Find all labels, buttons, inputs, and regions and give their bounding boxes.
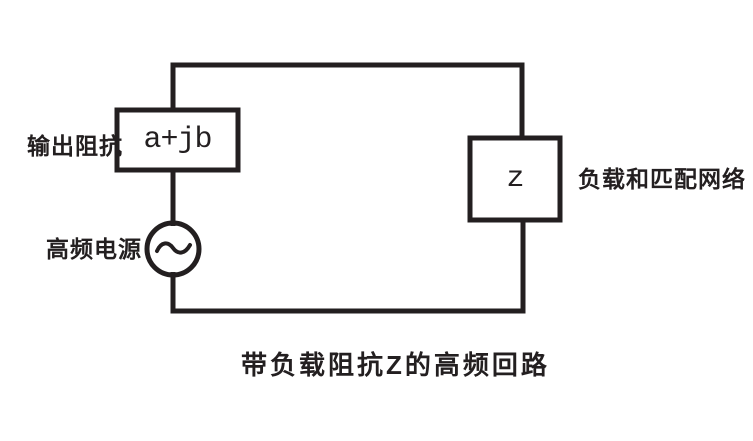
load-impedance-value: z — [506, 162, 524, 196]
load-matching-network-label: 负载和匹配网络 — [578, 166, 746, 192]
bottom-wire — [170, 218, 526, 314]
top-wire — [170, 62, 525, 140]
source-impedance-value: a+jb — [143, 123, 212, 157]
hf-power-source-label: 高频电源 — [46, 236, 142, 262]
ac-source-circle — [144, 220, 202, 278]
output-impedance-label: 输出阻抗 — [27, 133, 123, 159]
diagram-caption: 带负载阻抗Z的高频回路 — [241, 350, 550, 380]
source-impedance-box — [114, 107, 241, 173]
ac-sine-wave-icon — [155, 241, 192, 255]
load-box — [467, 135, 563, 223]
